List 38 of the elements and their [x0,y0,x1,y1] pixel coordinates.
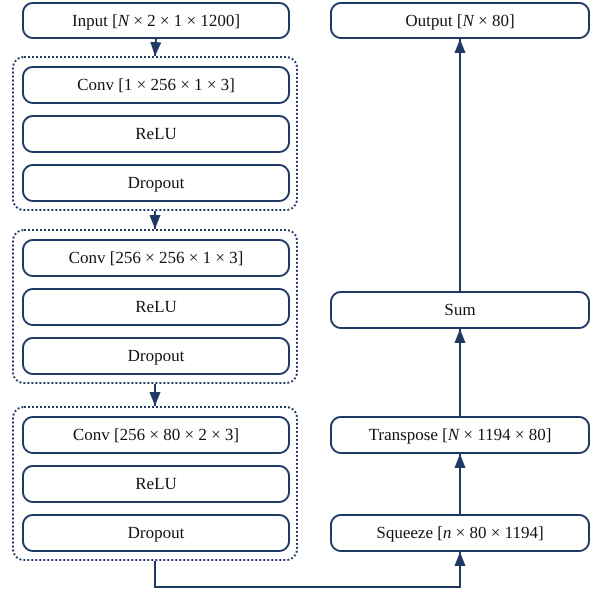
layer-box [22,465,290,503]
layer-box [22,288,290,326]
layer-box [330,514,590,552]
dotted-group-box [12,406,298,561]
layer-box [22,164,290,202]
layer-label: Conv [256 × 80 × 2 × 3] [72,425,240,445]
layer-box [22,66,290,104]
layer-box [330,291,590,329]
layer-label: Dropout [128,346,184,366]
layer-box [330,416,590,454]
layer-label: Dropout [128,523,184,543]
layer-label: Input [N × 2 × 1 × 1200] [72,10,240,30]
layer-label: ReLU [135,297,177,317]
layer-label: ReLU [135,124,177,144]
layer-box [22,514,290,552]
arrow [154,552,466,588]
layer-label: Output [N × 80] [405,10,515,30]
arrow [150,38,162,56]
arrow [454,454,466,514]
layer-label: Sum [444,300,476,320]
layer-label: Transpose [N × 1194 × 80] [368,425,552,445]
layer-box [22,115,290,153]
arrow [149,384,161,406]
layer-box [330,2,590,39]
layer-label: Dropout [128,173,184,193]
layer-label: ReLU [135,474,177,494]
layer-label: Squeeze [n × 80 × 1194] [376,523,544,543]
layer-box [22,239,290,277]
layer-box [22,416,290,454]
arrow [454,39,466,291]
layer-label: Conv [1 × 256 × 1 × 3] [77,75,235,95]
arrow [454,329,466,416]
dotted-group-box [12,56,298,211]
layer-box [22,337,290,375]
arrow [149,211,161,229]
dotted-group-box [12,229,298,384]
layer-box [22,2,290,39]
layer-label: Conv [256 × 256 × 1 × 3] [68,248,244,268]
